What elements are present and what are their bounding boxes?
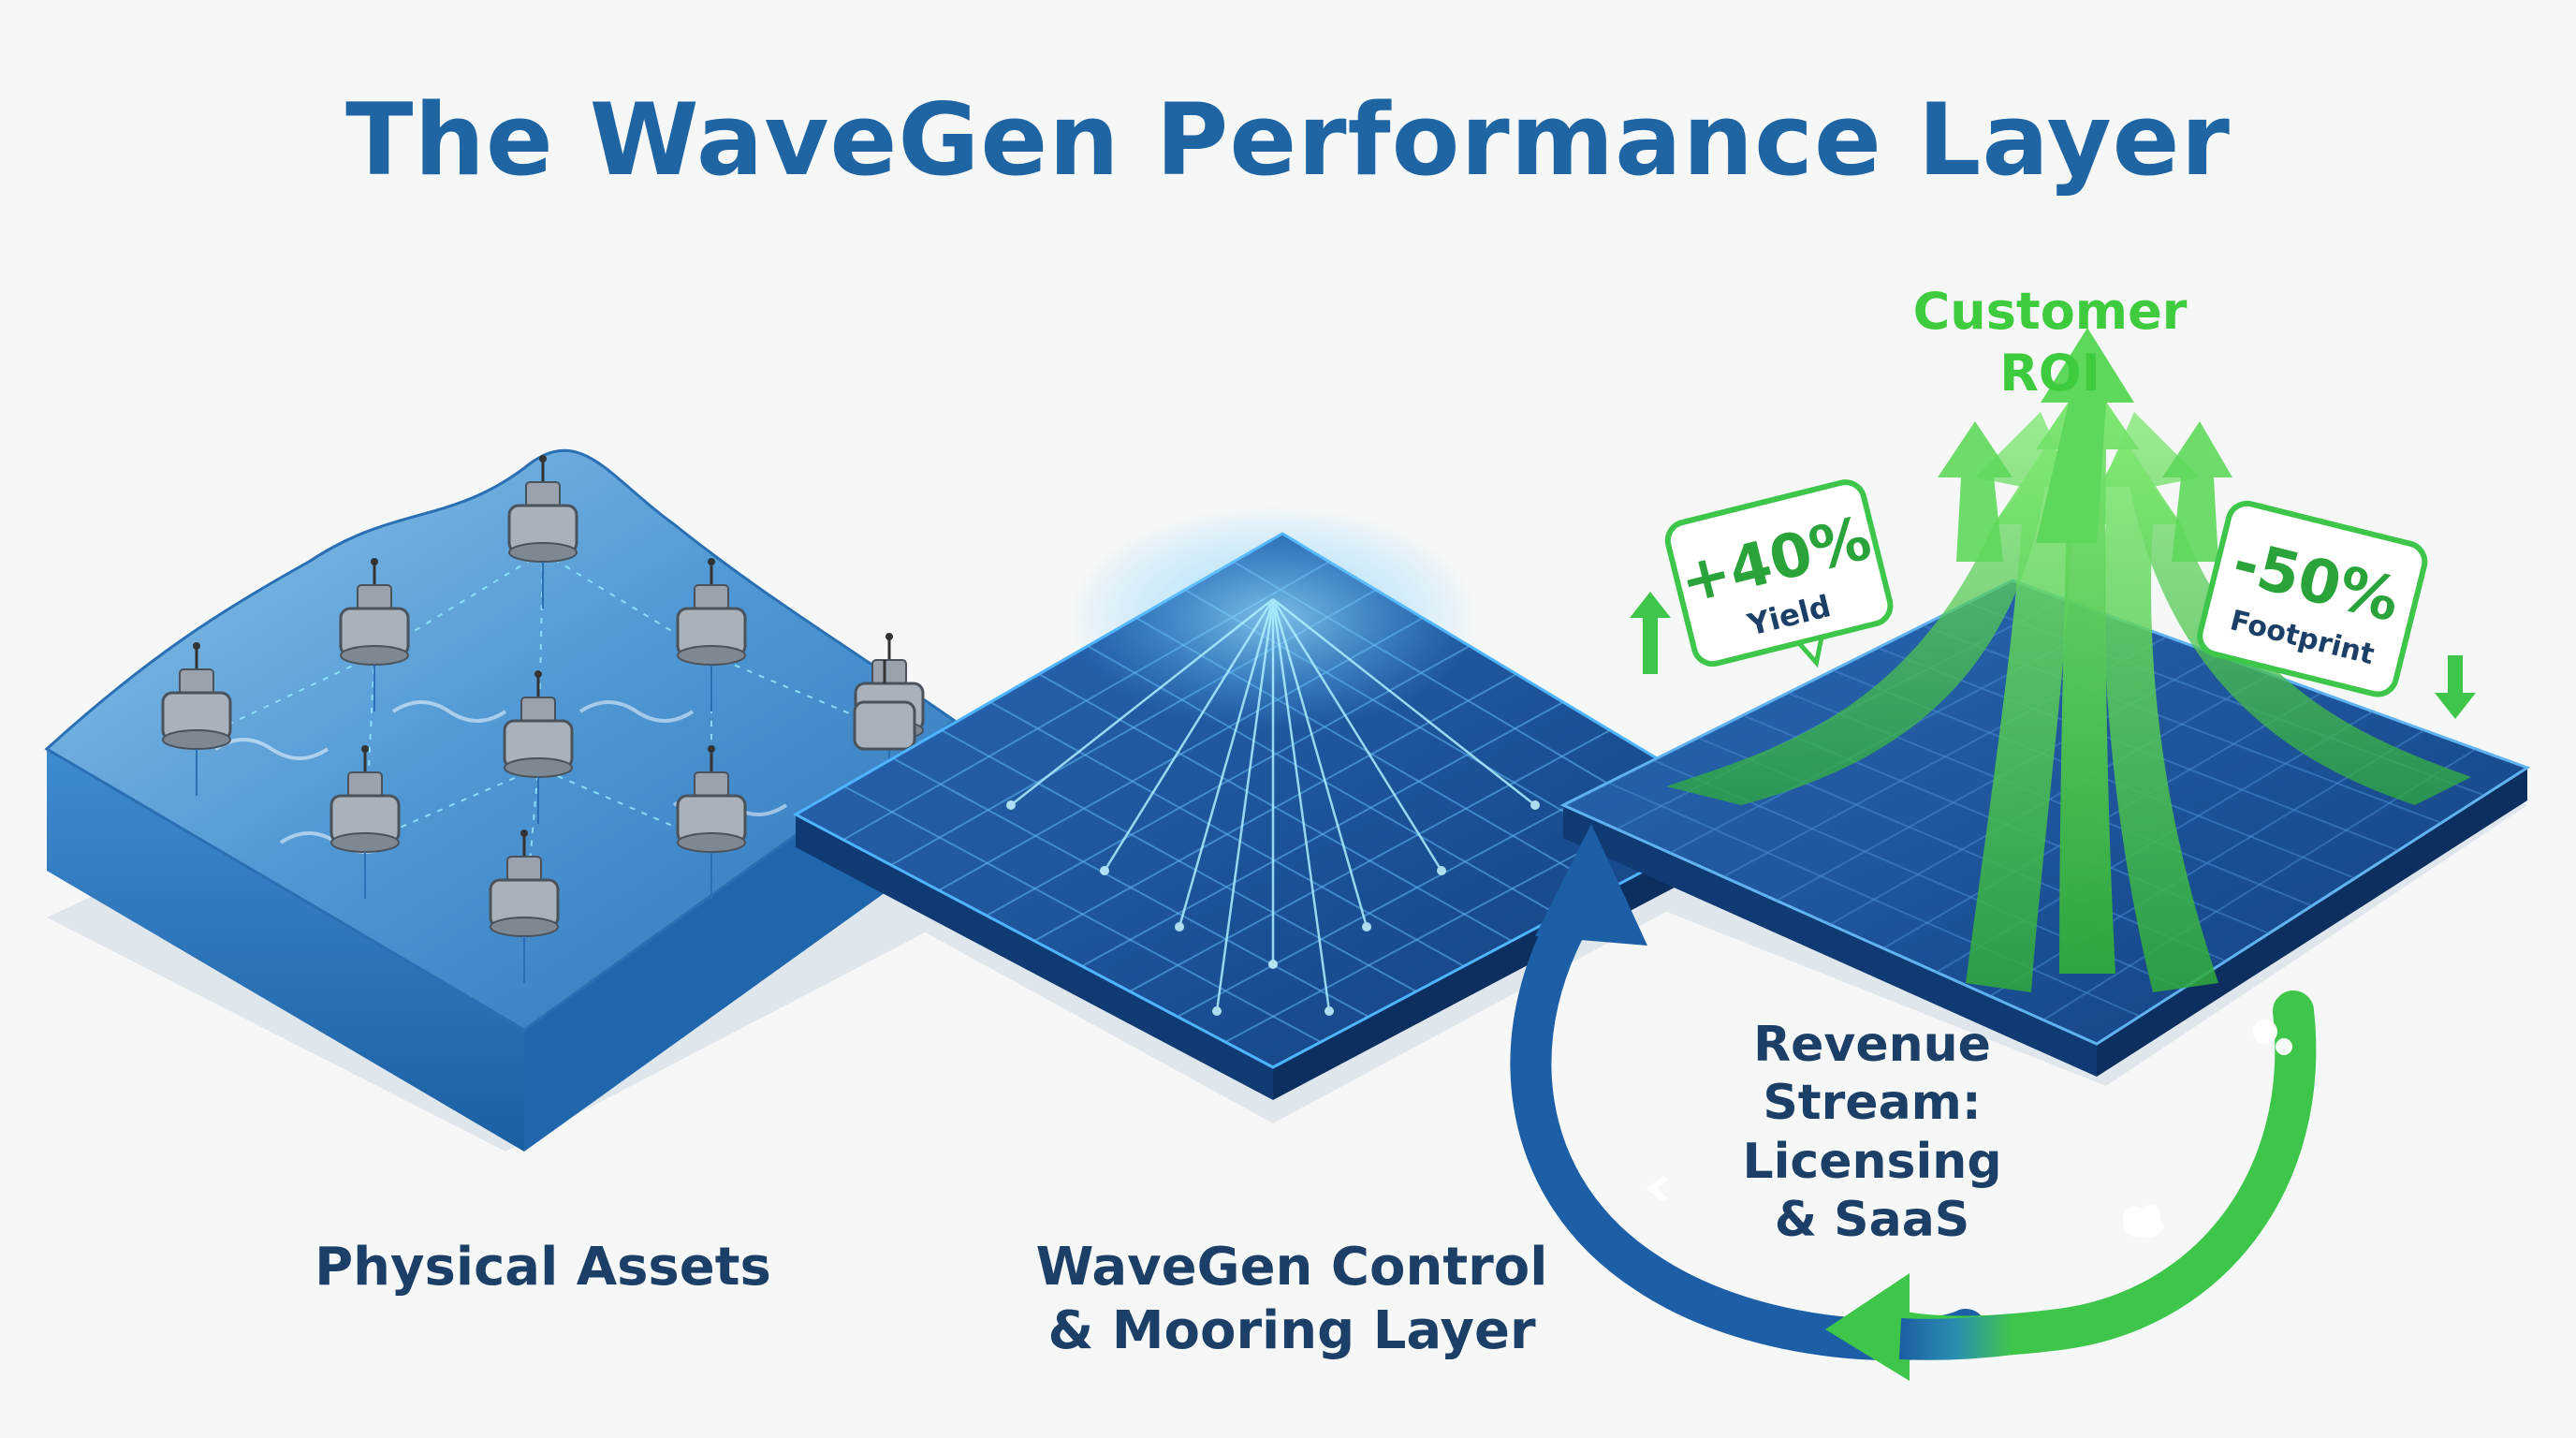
customer-roi-line2: ROI (1999, 343, 2100, 403)
buoy-node (329, 745, 401, 899)
gear-icon (2253, 1020, 2292, 1055)
buoy-nodes (161, 455, 925, 983)
physical-assets-text: Physical Assets (315, 1237, 771, 1298)
cloud-icon (2123, 1205, 2164, 1238)
roi-growth-arrows (1630, 328, 2476, 992)
revenue-line1: Revenue (1753, 1017, 1991, 1073)
buoy-node (161, 642, 232, 796)
buoy-node (853, 660, 916, 751)
revenue-line4: & SaaS (1774, 1192, 1970, 1249)
footprint-callout: -50% Footprint (2197, 500, 2428, 697)
yield-callout: +40% Yield (1664, 479, 1894, 668)
buoy-node (503, 670, 574, 824)
control-layer-line1: WaveGen Control (1035, 1237, 1548, 1298)
revenue-loop (1510, 824, 2317, 1381)
revenue-line3: Licensing (1742, 1133, 2002, 1190)
control-layer-platform (792, 506, 1754, 1100)
control-layer-line2: & Mooring Layer (1047, 1300, 1536, 1362)
buoy-node (676, 745, 747, 899)
buoy-node (507, 455, 578, 609)
revenue-line2: Stream: (1763, 1075, 1982, 1132)
revenue-stream-label: Revenue Stream: Licensing & SaaS (1676, 1016, 2069, 1250)
chevron-left-icon (1647, 1175, 1668, 1203)
buoy-node (676, 558, 747, 712)
customer-roi-line1: Customer (1912, 282, 2188, 341)
control-layer-label: WaveGen Control & Mooring Layer (973, 1236, 1610, 1364)
customer-roi-label: Customer ROI (1853, 281, 2247, 404)
buoy-node (339, 558, 410, 712)
physical-assets-label: Physical Assets (281, 1236, 805, 1299)
diagram-title: The WaveGen Performance Layer (345, 82, 2231, 198)
buoy-node (489, 829, 560, 983)
